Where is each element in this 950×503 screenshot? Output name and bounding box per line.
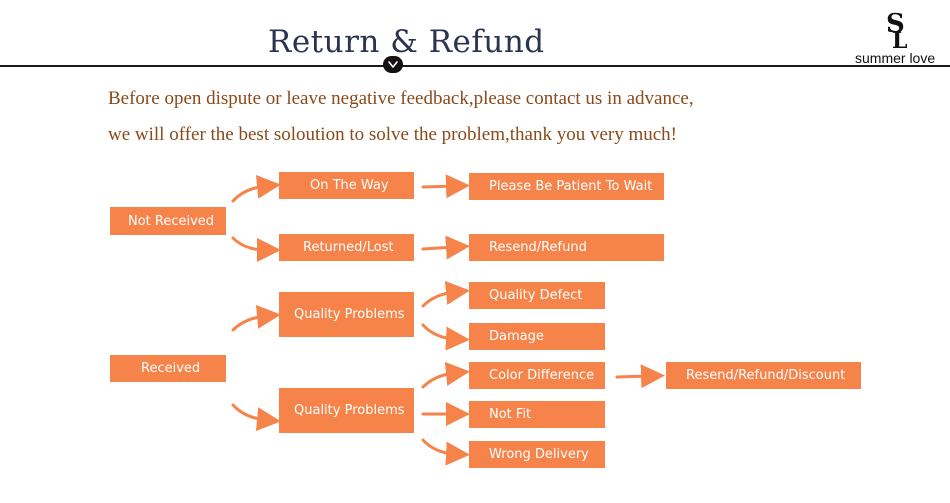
node-received: Received	[110, 355, 226, 382]
header-divider	[0, 65, 950, 67]
node-please-be-patient: Please Be Patient To Wait	[469, 173, 664, 200]
node-returned-lost: Returned/Lost	[279, 234, 414, 261]
node-not-received: Not Received	[110, 207, 226, 235]
node-color-difference: Color Difference	[469, 362, 605, 389]
intro-line-1: Before open dispute or leave negative fe…	[108, 88, 694, 109]
node-damage: Damage	[469, 323, 605, 350]
node-resend-refund-discount: Resend/Refund/Discount	[666, 362, 861, 389]
node-wrong-delivery: Wrong Delivery	[469, 441, 605, 468]
node-quality-problems-upper: Quality Problems	[279, 292, 414, 337]
svg-text:L: L	[892, 28, 907, 50]
chevron-down-icon	[383, 56, 403, 73]
sl-monogram-icon: S L	[880, 8, 920, 54]
brand-name: summer love	[855, 50, 936, 66]
svg-text:S: S	[886, 9, 905, 39]
arrow-right-icon	[231, 174, 665, 466]
node-quality-defect: Quality Defect	[469, 282, 605, 309]
node-resend-refund: Resend/Refund	[469, 234, 664, 261]
node-not-fit: Not Fit	[469, 401, 605, 428]
node-on-the-way: On The Way	[279, 172, 414, 199]
intro-line-2: we will offer the best soloution to solv…	[108, 124, 678, 145]
node-quality-problems-lower: Quality Problems	[279, 388, 414, 433]
page-title: Return & Refund	[268, 24, 545, 60]
